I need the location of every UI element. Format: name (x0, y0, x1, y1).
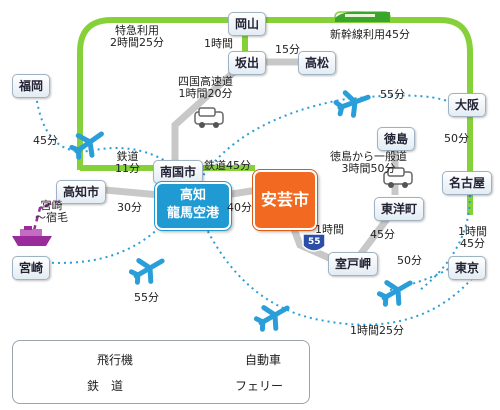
city-osaka: 大阪 (448, 93, 487, 117)
airplane-icon-muroto (376, 280, 413, 307)
label-muroto-toyocho: 45分 (370, 228, 395, 241)
label-rail-kochi: 鉄道 11分 (115, 151, 140, 175)
airplane-icon-osaka (333, 90, 371, 118)
hub-airport-line1: 高知 (179, 188, 206, 203)
airplane-icon-fukuoka (69, 131, 104, 160)
label-okayama-sakaide: 1時間 (204, 37, 233, 50)
car-icon-expressway (194, 107, 224, 128)
air-route-miyazaki (39, 209, 176, 264)
label-muroto-tokyo: 50分 (397, 254, 422, 267)
city-takamatsu: 高松 (298, 51, 337, 75)
label-tokkyu-2: 2時間25分 (110, 36, 164, 49)
label-shinkansen: 新幹線利用45分 (330, 28, 410, 41)
label-rail-kochi-1: 鉄道 (116, 150, 139, 163)
label-aki-muroto: 1時間 (315, 223, 344, 236)
city-tokyo: 東京 (448, 256, 487, 280)
label-ferry-2: 〜宿毛 (35, 211, 68, 224)
label-ferry-1: 宮崎 (40, 199, 63, 212)
city-toyocho: 東洋町 (374, 197, 425, 221)
label-fukuoka-air: 45分 (33, 134, 58, 147)
label-route-number: 55 (308, 237, 321, 247)
legend-box: 飛行機 自動車 鉄 道 フェリー (12, 340, 310, 404)
city-fukuoka: 福岡 (12, 74, 51, 98)
label-shikoku-expressway: 四国高速道 1時間20分 (178, 76, 233, 100)
car-icon-tokushima (383, 167, 413, 188)
label-nagoya-air: 1時間 45分 (458, 226, 487, 250)
label-miyazaki-air: 55分 (134, 291, 159, 304)
city-kochi: 高知市 (56, 180, 107, 204)
city-miyazaki: 宮崎 (12, 256, 51, 280)
airplane-icon-miyazaki (128, 258, 165, 285)
route-55-shield-icon (302, 233, 326, 252)
legend-rail-label: 鉄 道 (87, 379, 124, 393)
label-rail-aki: 鉄道45分 (204, 159, 251, 172)
label-osaka-air: 55分 (380, 88, 405, 101)
road-shikoku-expressway (171, 59, 248, 160)
label-tokkyu-1: 特急利用 (115, 24, 159, 37)
label-tokushima-road-2: 3時間50分 (341, 162, 396, 175)
hub-aki-label: 安芸市 (260, 190, 309, 209)
legend-ferry-label: フェリー (235, 379, 284, 393)
label-osaka-tokushima: 50分 (444, 132, 469, 145)
label-nagoya-air-1: 1時間 (458, 225, 487, 238)
airplane-icon-tokyo (253, 305, 290, 332)
shinkansen-icon (334, 11, 391, 23)
label-airport-aki-time: 40分 (227, 201, 252, 214)
label-ferry-route: 宮崎 〜宿毛 (35, 200, 68, 224)
city-nagoya: 名古屋 (442, 171, 493, 195)
label-sakaide-takamatsu: 15分 (275, 43, 300, 56)
label-shikoku-exp-1: 四国高速道 (178, 75, 233, 88)
city-sakaide: 坂出 (228, 51, 267, 75)
ferry-icon (12, 226, 52, 246)
road-kochi-airport (104, 186, 161, 199)
hub-kochi-ryoma-airport: 高知 龍馬空港 (154, 181, 232, 231)
city-tokushima: 徳島 (377, 127, 416, 151)
city-nankoku: 南国市 (153, 160, 204, 184)
city-okayama: 岡山 (228, 12, 267, 36)
label-nagoya-air-2: 45分 (460, 237, 485, 250)
label-tokkyu: 特急利用 2時間25分 (110, 25, 164, 49)
label-tokushima-road: 徳島から一般道 3時間50分 (330, 151, 407, 175)
label-tokyo-air: 1時間25分 (350, 324, 404, 337)
city-muroto: 室戸岬 (328, 252, 379, 276)
legend-car-label: 自動車 (245, 353, 282, 367)
legend-airplane-label: 飛行機 (97, 353, 134, 367)
label-kochi-airport-time: 30分 (117, 201, 142, 214)
hub-airport-line2: 龍馬空港 (166, 206, 219, 221)
label-shikoku-exp-2: 1時間20分 (178, 87, 233, 100)
railway-line (77, 17, 473, 215)
hub-aki-city: 安芸市 (252, 169, 318, 231)
road-muroto-toyocho (357, 212, 393, 258)
label-tokushima-road-1: 徳島から一般道 (330, 150, 407, 163)
label-rail-kochi-2: 11分 (115, 162, 140, 175)
